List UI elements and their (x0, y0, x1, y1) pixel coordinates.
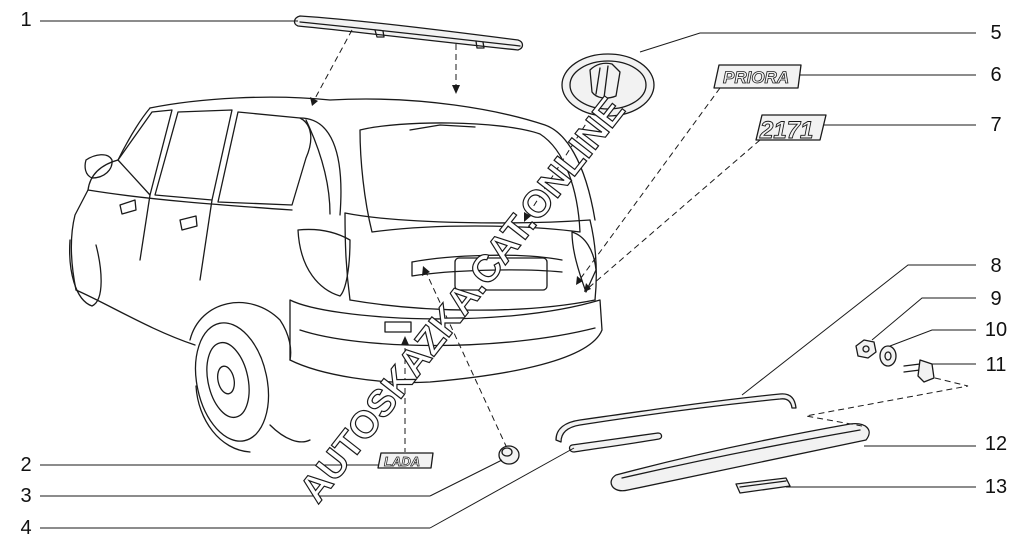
callout-1: 1 (20, 9, 32, 31)
callout-10: 10 (984, 319, 1008, 341)
part-trim-strip (568, 432, 663, 453)
part-nut (855, 339, 877, 359)
arrow-heads (310, 85, 591, 345)
part-priora-badge (713, 64, 802, 89)
part-bar-molding (610, 423, 870, 492)
part-model-badge (755, 114, 827, 141)
callout-9: 9 (990, 288, 1002, 310)
callout-11: 11 (985, 354, 1007, 376)
callout-2: 2 (20, 454, 32, 476)
callout-3: 3 (20, 485, 32, 507)
lada-badge-text: LADA (384, 454, 420, 469)
part-trim-frame (555, 393, 797, 443)
side-window-middle (154, 109, 233, 201)
callout-13: 13 (984, 476, 1008, 498)
callout-6: 6 (990, 64, 1002, 86)
part-plug (498, 445, 520, 465)
part-bolt (903, 359, 935, 383)
callout-7: 7 (990, 114, 1002, 136)
callout-5: 5 (990, 22, 1002, 44)
part-roof-spoiler (293, 15, 524, 51)
rear-windshield (359, 122, 581, 233)
callout-12: 12 (984, 433, 1008, 455)
part-clip (735, 477, 791, 494)
part-washer (879, 345, 897, 367)
part-lada-badge (377, 452, 434, 469)
priora-badge-text: PRIORA (723, 68, 789, 87)
part-emblem (561, 53, 655, 117)
callout-4: 4 (20, 517, 32, 539)
model-badge-text: 2171 (759, 117, 813, 144)
rear-wheel (194, 322, 270, 442)
side-window-rear (217, 111, 312, 206)
side-window-front (117, 109, 173, 196)
callout-8: 8 (990, 255, 1002, 277)
installation-lines (311, 29, 969, 452)
leader-lines (40, 20, 976, 529)
car-body (69, 96, 603, 453)
side-mirror (84, 154, 113, 179)
